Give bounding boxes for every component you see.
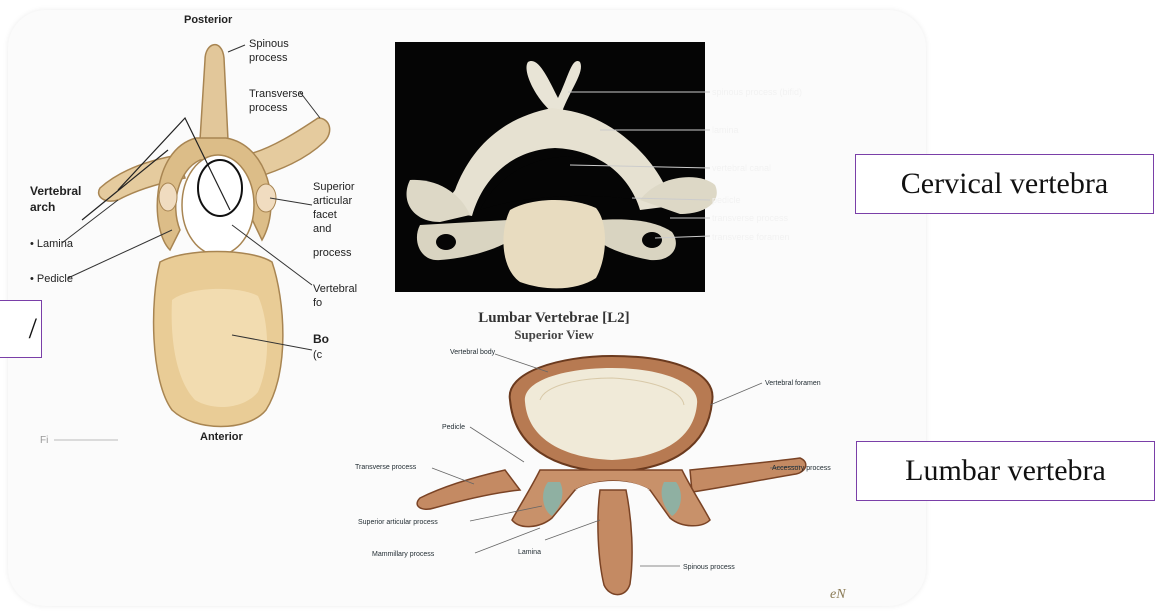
caption-left-partial-text: / <box>29 312 37 346</box>
lumbar-label-mammillary: Mammillary process <box>372 551 435 558</box>
lumbar-label-spinous: Spinous process <box>683 564 735 571</box>
label-fo: fo <box>313 297 322 309</box>
label-body: Bo <box>313 332 329 346</box>
lumbar-label-vertebral-body: Vertebral body <box>450 349 496 356</box>
label-facet: facet <box>313 209 337 221</box>
label-spinous-2: process <box>249 52 288 64</box>
lumbar-label-transverse: Transverse process <box>355 464 417 471</box>
cervical-label-1: lamina <box>712 125 739 135</box>
label-vertebral-arch: Vertebral <box>30 184 81 198</box>
label-vertebral-foramen: Vertebral <box>313 283 357 295</box>
label-anterior: Anterior <box>200 431 244 443</box>
lumbar-label-pedicle: Pedicle <box>442 424 465 431</box>
label-superior: Superior <box>313 181 355 193</box>
caption-lumbar-text: Lumbar vertebra <box>905 454 1106 488</box>
cervical-label-3: pedicle <box>712 195 741 205</box>
lumbar-label-lamina: Lamina <box>518 549 541 556</box>
lumbar-label-superior-articular: Superior articular process <box>358 519 438 526</box>
label-and: and <box>313 223 331 235</box>
label-process: process <box>313 247 352 259</box>
cervical-label-4: transverse process <box>712 213 789 223</box>
cervical-label-0: spinous process (bifid) <box>712 87 802 97</box>
label-posterior: Posterior <box>184 14 233 26</box>
label-pedicle: • Pedicle <box>30 273 73 285</box>
label-fig-ref: Fi <box>40 435 48 446</box>
caption-lumbar: Lumbar vertebra <box>856 441 1155 501</box>
signature-mark: eN <box>830 587 846 602</box>
typical-vertebra-illustration <box>62 45 330 427</box>
caption-left-partial: / <box>0 300 42 358</box>
lumbar-title: Lumbar Vertebrae [L2] <box>478 310 629 326</box>
lumbar-label-vertebral-foramen: Vertebral foramen <box>765 380 821 387</box>
caption-cervical: Cervical vertebra <box>855 154 1154 214</box>
label-body-c: (c <box>313 349 323 361</box>
label-lamina: • Lamina <box>30 238 74 250</box>
label-arch: arch <box>30 200 55 214</box>
cervical-label-2: vertebral canal <box>712 163 771 173</box>
label-transverse-2: process <box>249 102 288 114</box>
caption-cervical-text: Cervical vertebra <box>901 167 1108 201</box>
cervical-labels: spinous process (bifid) lamina vertebral c… <box>712 87 802 242</box>
label-articular: articular <box>313 195 352 207</box>
lumbar-vertebra-illustration <box>417 356 806 595</box>
cervical-label-5: transverse foramen <box>712 232 790 242</box>
label-transverse: Transverse <box>249 88 304 100</box>
lumbar-subtitle: Superior View <box>514 327 594 342</box>
lumbar-label-accessory: Accessory process <box>772 465 831 472</box>
label-spinous: Spinous <box>249 38 289 50</box>
